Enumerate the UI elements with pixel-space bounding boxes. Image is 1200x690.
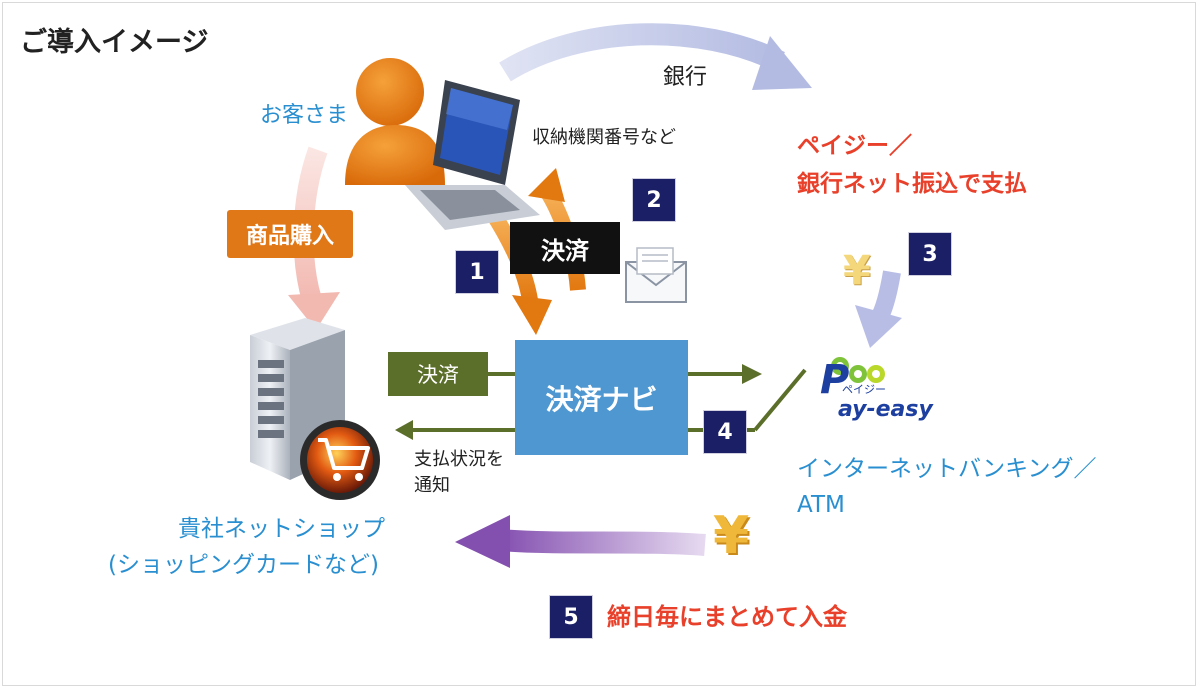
page-title: ご導入イメージ (20, 27, 209, 58)
payeasy-title-line1: ペイジー／ (797, 133, 912, 159)
notify-line2: 通知 (414, 475, 450, 496)
banking-line1: インターネットバンキング／ (797, 456, 1097, 482)
step-badge-3: 3 (908, 232, 952, 276)
payment-down-arrow (855, 270, 902, 348)
customer-label: お客さま (260, 103, 349, 128)
payeasy-title-line2: 銀行ネット振込で支払 (797, 171, 1027, 197)
payeasy-logo-text: ay-easy (838, 397, 933, 422)
deposit-label: 締日毎にまとめて入金 (607, 603, 847, 631)
banking-line2: ATM (797, 492, 845, 518)
deposit-arrow (455, 515, 706, 568)
bank-arc-arrow (499, 23, 812, 90)
kessai-navi-box: 決済ナビ (515, 340, 688, 455)
step-badge-2: 2 (632, 178, 676, 222)
shop-line2: (ショッピングカードなど) (108, 552, 379, 578)
notify-line1: 支払状況を (414, 449, 504, 470)
step-badge-5: 5 (549, 595, 593, 639)
settlement-green-box: 決済 (388, 352, 488, 396)
laptop-icon (405, 80, 540, 230)
bank-label: 銀行 (663, 65, 708, 90)
envelope-icon (625, 247, 687, 303)
yen-icon: ¥ (843, 248, 871, 294)
payeasy-logo-p: P (820, 357, 850, 403)
person-icon (345, 58, 445, 185)
payeasy-logo (831, 357, 885, 383)
purchase-box: 商品購入 (227, 210, 353, 258)
step-badge-4: 4 (703, 410, 747, 454)
payeasy-logo-kana: ペイジー (842, 383, 886, 396)
settlement-black-box: 決済 (510, 222, 620, 274)
yen-large-icon: ¥ (713, 506, 750, 566)
shop-line1: 貴社ネットショップ (178, 516, 385, 542)
number-note: 収納機関番号など (532, 127, 676, 148)
step-badge-1: 1 (455, 250, 499, 294)
cart-icon (300, 420, 380, 500)
